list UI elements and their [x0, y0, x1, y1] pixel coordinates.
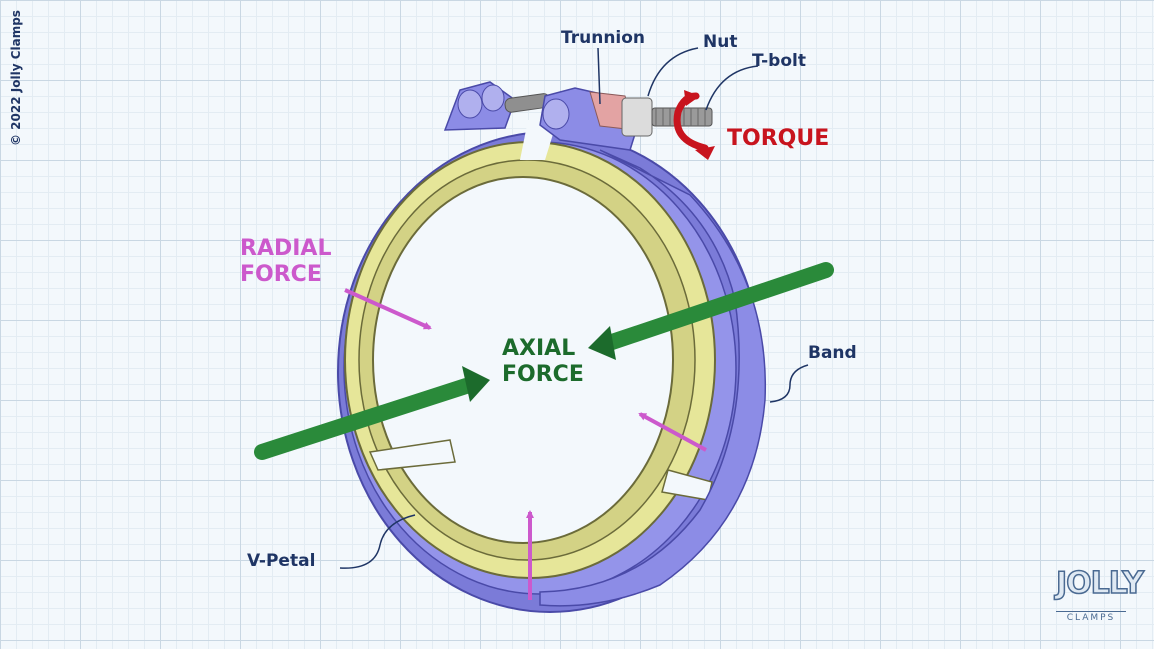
- axial-force-arrow-right: [588, 262, 834, 360]
- label-axial-line2: FORCE: [502, 362, 584, 387]
- copyright-notice: © 2022 Jolly Clamps: [9, 10, 23, 146]
- petal-gaps: [368, 118, 713, 501]
- label-v-petal: V-Petal: [247, 551, 316, 571]
- label-nut: Nut: [703, 32, 738, 52]
- callout-leaders: [339, 47, 809, 569]
- label-band: Band: [808, 343, 857, 363]
- logo-subtext: CLAMPS: [1056, 611, 1126, 623]
- label-axial-force: AXIAL FORCE: [502, 336, 584, 388]
- radial-arrow-right: [638, 412, 707, 452]
- nut-and-t-bolt: [621, 97, 713, 137]
- jolly-clamps-logo-icon: JOLLY CLAMPS: [1055, 565, 1144, 626]
- label-trunnion: Trunnion: [561, 28, 646, 48]
- radial-arrow-left: [344, 288, 432, 330]
- label-axial-line1: AXIAL: [502, 336, 576, 361]
- axial-force-arrow-left: [254, 366, 490, 460]
- label-radial-line2: FORCE: [240, 262, 322, 287]
- label-t-bolt: T-bolt: [752, 51, 806, 71]
- radial-force-arrows: [344, 288, 707, 600]
- label-radial-line1: RADIAL: [240, 236, 332, 261]
- label-radial-force: RADIAL FORCE: [240, 236, 331, 288]
- label-torque: TORQUE: [727, 126, 830, 151]
- logo-word: JOLLY: [1055, 565, 1144, 602]
- torque-rotation-arrow-icon: [673, 90, 715, 160]
